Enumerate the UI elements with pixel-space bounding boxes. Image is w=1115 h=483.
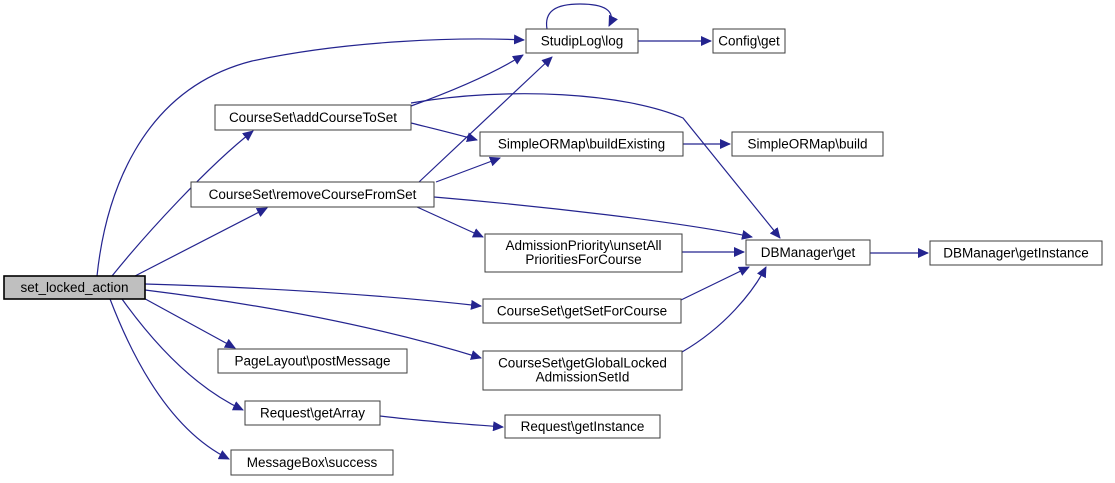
node-box-studiplog-log[interactable]	[525, 28, 639, 54]
edge-set-locked-action-to-pagelayout-postmessage	[137, 294, 236, 349]
node-request-getinstance[interactable]: Request\getInstance	[504, 414, 661, 439]
node-box-dbmanager-get[interactable]	[745, 239, 871, 266]
node-set-locked-action[interactable]: set_locked_action	[3, 275, 146, 300]
edge-courseset-removecoursefromset-to-studiplog-log	[418, 56, 553, 183]
node-label-config-get: Config\get	[718, 34, 780, 49]
node-label-pagelayout-postmessage: PageLayout\postMessage	[234, 354, 390, 369]
node-box-simpleormap-buildexisting[interactable]	[479, 131, 684, 157]
edge-courseset-getsetforcourse-to-dbmanager-get	[680, 266, 750, 301]
edge-courseset-getgloballockedadmissionsetid-to-dbmanager-get	[681, 266, 767, 353]
node-box-set-locked-action[interactable]	[3, 275, 146, 300]
node-courseset-addcoursetoset[interactable]: CourseSet\addCourseToSet	[214, 104, 412, 131]
node-box-messagebox-success[interactable]	[230, 449, 394, 476]
node-label-set-locked-action: set_locked_action	[20, 280, 128, 295]
node-label-simpleormap-buildexisting: SimpleORMap\buildExisting	[498, 137, 665, 152]
node-box-pagelayout-postmessage[interactable]	[217, 348, 408, 374]
node-messagebox-success[interactable]: MessageBox\success	[230, 449, 394, 476]
node-label-courseset-removecoursefromset: CourseSet\removeCourseFromSet	[209, 187, 417, 202]
node-label-courseset-getsetforcourse: CourseSet\getSetForCourse	[497, 304, 667, 319]
node-box-request-getinstance[interactable]	[504, 414, 661, 439]
node-label-simpleormap-build: SimpleORMap\build	[747, 137, 867, 152]
edge-courseset-addcoursetoset-to-dbmanager-get	[410, 93, 781, 239]
edge-set-locked-action-to-courseset-addcoursetoset	[111, 130, 254, 277]
edge-set-locked-action-to-courseset-getgloballockedadmissionsetid	[144, 289, 482, 360]
node-label-request-getinstance: Request\getInstance	[521, 419, 645, 434]
node-box-dbmanager-getinstance[interactable]	[929, 240, 1103, 266]
node-config-get[interactable]: Config\get	[712, 28, 786, 54]
node-dbmanager-get[interactable]: DBManager\get	[745, 239, 871, 266]
edge-courseset-removecoursefromset-to-admissionpriority-unsetallprioritiesforcourse	[416, 206, 484, 238]
edge-courseset-addcoursetoset-to-studiplog-log	[410, 54, 524, 107]
edge-studiplog-log-to-studiplog-log	[545, 3, 618, 30]
node-simpleormap-build[interactable]: SimpleORMap\build	[731, 131, 884, 157]
node-request-getarray[interactable]: Request\getArray	[244, 400, 381, 426]
node-label-request-getarray: Request\getArray	[260, 406, 365, 421]
node-courseset-getsetforcourse[interactable]: CourseSet\getSetForCourse	[482, 298, 682, 324]
node-box-courseset-removecoursefromset[interactable]	[190, 181, 435, 208]
edge-set-locked-action-to-courseset-removecoursefromset	[134, 207, 268, 277]
node-courseset-removecoursefromset[interactable]: CourseSet\removeCourseFromSet	[190, 181, 435, 208]
edge-set-locked-action-to-messagebox-success	[109, 298, 230, 460]
node-label-courseset-addcoursetoset: CourseSet\addCourseToSet	[229, 110, 397, 125]
edge-courseset-removecoursefromset-to-simpleormap-buildexisting	[435, 156, 501, 183]
edge-set-locked-action-to-courseset-getsetforcourse	[144, 283, 482, 310]
node-box-config-get[interactable]	[712, 28, 786, 54]
edge-request-getarray-to-request-getinstance	[379, 415, 504, 432]
node-label-studiplog-log: StudipLog\log	[541, 34, 624, 49]
edge-set-locked-action-to-request-getarray	[121, 298, 244, 411]
node-box-courseset-getgloballockedadmissionsetid[interactable]	[482, 350, 683, 391]
node-dbmanager-getinstance[interactable]: DBManager\getInstance	[929, 240, 1103, 266]
node-box-courseset-addcoursetoset[interactable]	[214, 104, 412, 131]
node-label-dbmanager-getinstance: DBManager\getInstance	[943, 246, 1089, 261]
node-box-simpleormap-build[interactable]	[731, 131, 884, 157]
edge-courseset-addcoursetoset-to-simpleormap-buildexisting	[410, 122, 478, 143]
node-label-dbmanager-get: DBManager\get	[761, 245, 856, 260]
node-box-request-getarray[interactable]	[244, 400, 381, 426]
edge-courseset-removecoursefromset-to-dbmanager-get	[433, 196, 753, 240]
node-box-courseset-getsetforcourse[interactable]	[482, 298, 682, 324]
edge-set-locked-action-to-studiplog-log	[96, 34, 525, 277]
node-label-messagebox-success: MessageBox\success	[247, 455, 378, 470]
node-box-admissionpriority-unsetallprioritiesforcourse[interactable]	[484, 233, 683, 273]
node-pagelayout-postmessage[interactable]: PageLayout\postMessage	[217, 348, 408, 374]
node-simpleormap-buildexisting[interactable]: SimpleORMap\buildExisting	[479, 131, 684, 157]
node-studiplog-log[interactable]: StudipLog\log	[525, 28, 639, 54]
